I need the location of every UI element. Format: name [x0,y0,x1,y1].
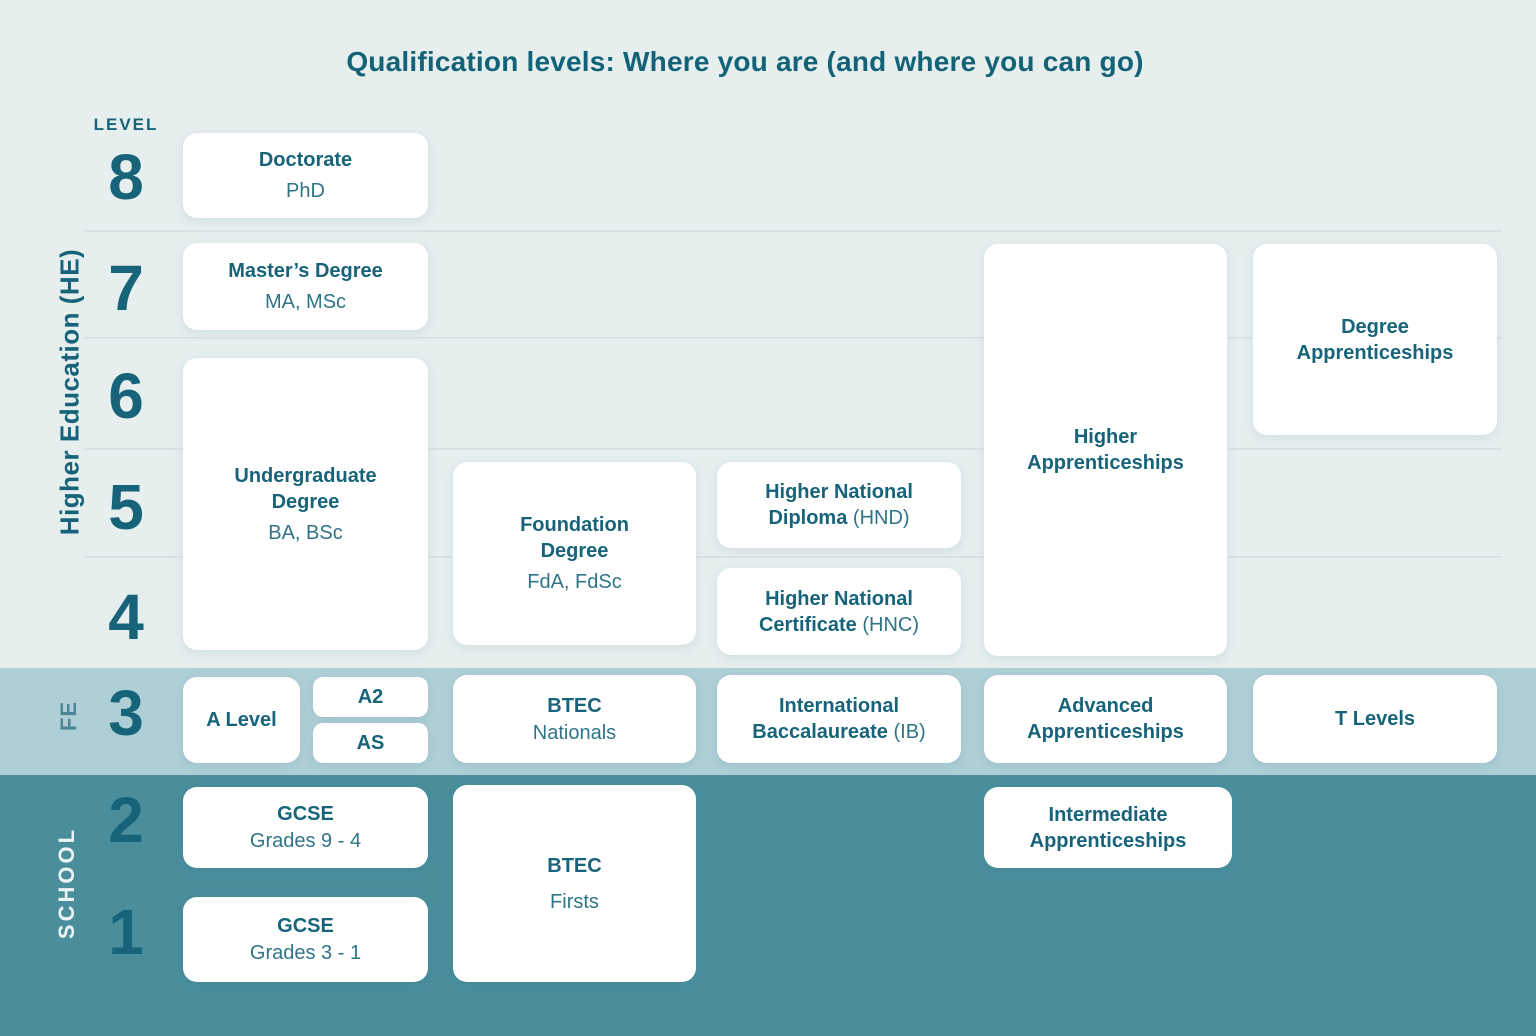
card-title-suffix: (IB) [893,721,926,743]
level-number-8: 8 [108,141,144,213]
card-a2: A2 [313,677,428,717]
card-higher-national-diploma: Higher National Diploma (HND) [717,462,961,548]
card-gcse-grades-3-1: GCSE Grades 3 - 1 [183,897,428,982]
card-subtitle: BA, BSc [268,521,343,544]
card-higher-apprenticeships: Higher Apprenticeships [984,244,1227,656]
level-divider-line [85,448,1502,450]
level-number-1: 1 [108,896,144,968]
card-advanced-apprenticeships: Advanced Apprenticeships [984,675,1227,763]
level-divider-line [85,337,1502,339]
card-title: Advanced Apprenticeships [1027,695,1184,743]
level-divider-line [85,556,1502,558]
school-section-label: SCHOOL [54,826,79,940]
he-section-label: Higher Education (HE) [54,248,85,536]
level-number-5: 5 [108,471,144,543]
card-undergraduate-degree: Undergraduate Degree BA, BSc [183,358,428,650]
card-t-levels: T Levels [1253,675,1497,763]
level-number-7: 7 [108,252,144,324]
card-title: Higher Apprenticeships [1027,426,1184,474]
card-title: BTEC [547,854,602,877]
card-gcse-grades-9-4: GCSE Grades 9 - 4 [183,787,428,868]
level-number-2: 2 [108,784,144,856]
card-subtitle: FdA, FdSc [527,571,622,593]
card-subtitle: Grades 3 - 1 [249,942,362,964]
card-a-level: A Level [183,677,300,763]
card-as: AS [313,723,428,763]
card-subtitle: MA, MSc [264,291,347,313]
card-title: Degree Apprenticeships [1296,315,1454,364]
card-title-suffix: (HNC) [862,613,920,636]
card-international-baccalaureate: International Baccalaureate (IB) [717,675,961,763]
level-axis-label: LEVEL [93,115,159,134]
card-btec-nationals: BTEC Nationals [453,675,696,763]
page-title: Qualification levels: Where you are (and… [346,46,1144,77]
card-btec-firsts: BTEC Firsts [453,785,696,982]
card-subtitle: Firsts [550,890,599,913]
card-title: GCSE [277,803,334,825]
card-title: Foundation Degree [520,514,629,562]
card-intermediate-apprenticeships: Intermediate Apprenticeships [984,787,1232,868]
card-foundation-degree: Foundation Degree FdA, FdSc [453,462,696,645]
card-title: AS [356,732,385,754]
card-title: Master’s Degree [228,260,383,282]
card-subtitle: Nationals [532,721,617,744]
card-higher-national-certificate: Higher National Certificate (HNC) [717,568,961,655]
card-title: Higher National Certificate [758,587,913,636]
card-title: GCSE [277,915,334,937]
card-title: Doctorate [258,149,353,171]
card-title: T Levels [1334,708,1416,730]
level-divider-line [85,230,1502,232]
card-title: A2 [357,686,384,708]
level-number-4: 4 [108,581,144,653]
card-masters-degree: Master’s Degree MA, MSc [183,243,428,330]
card-title: Undergraduate Degree [234,464,377,513]
fe-section-label: FE [56,700,81,732]
card-doctorate: Doctorate PhD [183,133,428,218]
card-title: A Level [206,709,277,731]
card-degree-apprenticeships: Degree Apprenticeships [1253,244,1497,435]
card-subtitle: PhD [286,180,325,202]
card-title: Intermediate Apprenticeships [1029,803,1187,852]
level-number-3: 3 [108,677,144,749]
card-title: International Baccalaureate [752,695,899,743]
card-title: BTEC [547,694,602,717]
level-number-6: 6 [108,360,144,432]
card-subtitle: Grades 9 - 4 [249,830,362,852]
card-title: Higher National Diploma [765,481,913,529]
card-title-suffix: (HND) [852,507,910,529]
